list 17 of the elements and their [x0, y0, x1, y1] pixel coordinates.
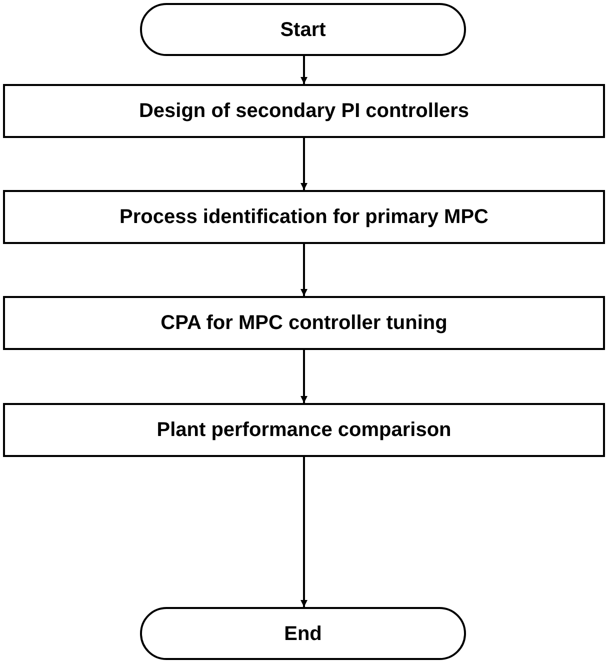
- node-label: CPA for MPC controller tuning: [160, 311, 448, 336]
- terminal-pill: [140, 3, 466, 56]
- node-label: Design of secondary PI controllers: [138, 99, 470, 124]
- arrow: [300, 457, 308, 607]
- node-label: End: [284, 622, 322, 646]
- node-label: Process identification for primary MPC: [120, 205, 488, 230]
- arrow: [300, 56, 308, 84]
- terminal-pill: [140, 607, 466, 660]
- process-box: [3, 296, 605, 350]
- arrow: [300, 244, 308, 296]
- process-box: [3, 84, 605, 138]
- process-box: [3, 190, 605, 244]
- process-box: [3, 403, 605, 457]
- node-label: Start: [280, 18, 326, 42]
- arrow: [300, 138, 308, 190]
- node-label: Plant performance comparison: [156, 418, 452, 443]
- arrow: [300, 350, 308, 403]
